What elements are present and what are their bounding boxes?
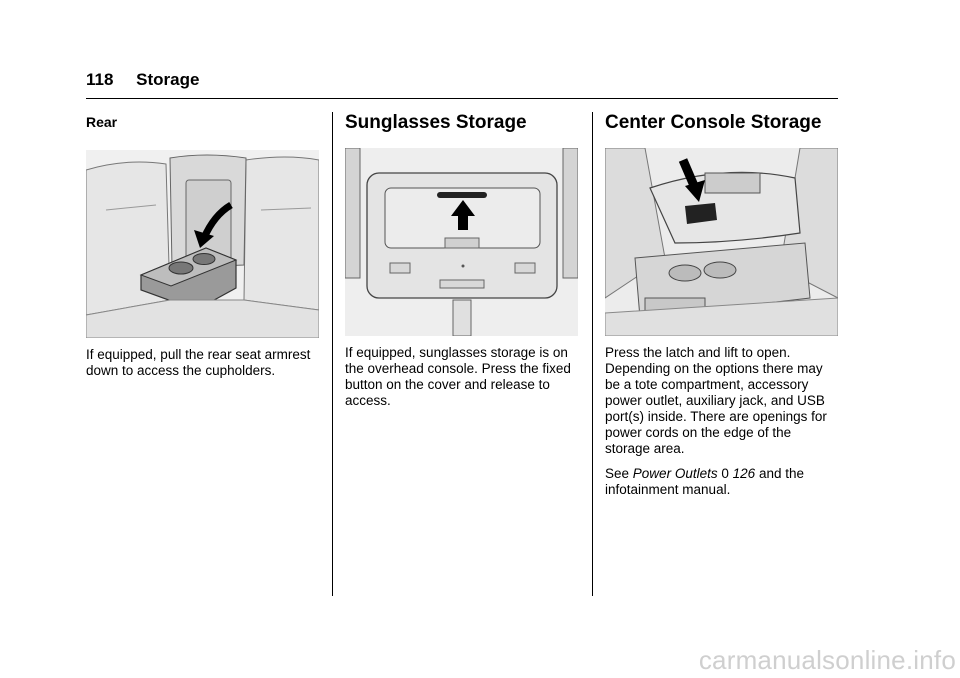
sunglasses-storage-illustration [345, 148, 578, 336]
console-body: Press the latch and lift to open. Depend… [605, 345, 827, 456]
rear-body: If equipped, pull the rear seat armrest … [86, 347, 311, 378]
rear-armrest-illustration [86, 150, 319, 338]
console-see-reference: See Power Outlets 0 126 and the infotain… [605, 466, 838, 498]
sunglasses-heading: Sunglasses Storage [345, 112, 527, 133]
power-outlets-page[interactable]: 126 [732, 466, 756, 481]
see-prefix: See [605, 466, 630, 481]
center-console-illustration [605, 148, 838, 336]
see-suffix: and the infotainment manual. [605, 466, 804, 497]
console-heading: Center Console Storage [605, 112, 822, 133]
power-outlets-link[interactable]: Power Outlets [632, 466, 718, 481]
sunglasses-column: Sunglasses Storage If equipped, sunglass… [345, 110, 578, 409]
header-rule [86, 98, 838, 99]
sunglasses-body: If equipped, sunglasses storage is on th… [345, 345, 571, 408]
column-divider-1 [332, 112, 333, 596]
console-column: Center Console Storage Press the latch a… [605, 110, 838, 498]
rear-column: Rear If equipped, pull the rear seat arm… [86, 110, 319, 379]
column-divider-2 [592, 112, 593, 596]
page-header: 118 Storage [86, 70, 199, 90]
page-number: 118 [86, 70, 114, 89]
section-title: Storage [136, 70, 200, 89]
watermark: carmanualsonline.info [698, 645, 956, 675]
rear-heading: Rear [86, 114, 118, 130]
page-ref-symbol: 0 [721, 466, 729, 481]
